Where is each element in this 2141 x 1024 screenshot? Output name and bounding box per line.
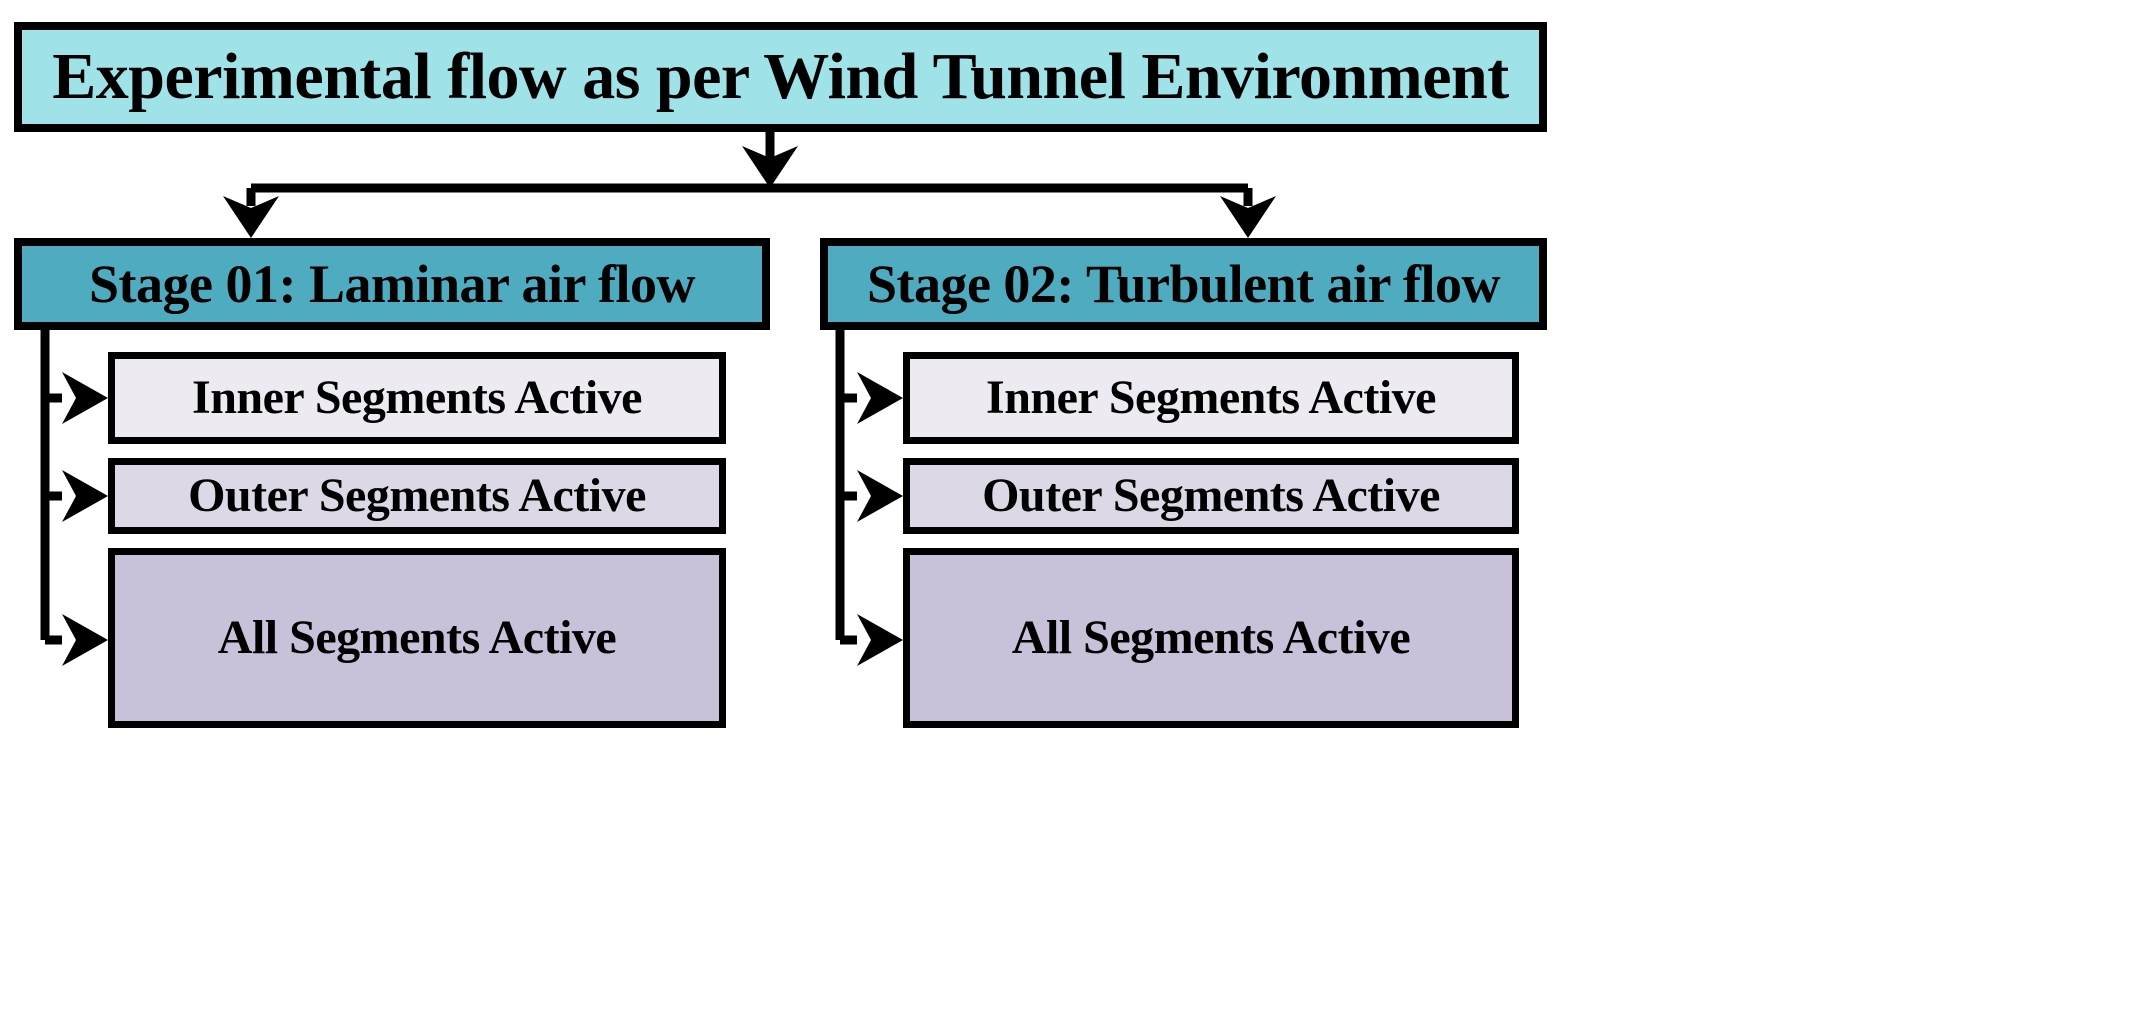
stage-node-stage-02: Stage 02: Turbulent air flow xyxy=(820,238,1547,330)
root-node-title: Experimental flow as per Wind Tunnel Env… xyxy=(14,22,1547,132)
leaf-node-stage-02-inner-segments: Inner Segments Active xyxy=(903,352,1519,444)
arrowhead-stage-02-all xyxy=(857,614,903,666)
arrowhead-stage-01-all xyxy=(62,614,108,666)
leaf-node-stage-01-inner-segments: Inner Segments Active xyxy=(108,352,726,444)
leaf-node-stage-01-all-segments: All Segments Active xyxy=(108,548,726,728)
arrowhead-stage-01-inner xyxy=(62,372,108,424)
arrowhead-stage-02-outer xyxy=(857,470,903,522)
arrowhead-stage-02 xyxy=(1220,196,1276,238)
arrowhead-root xyxy=(742,146,798,188)
stage-node-stage-01: Stage 01: Laminar air flow xyxy=(14,238,770,330)
arrowhead-stage-02-inner xyxy=(857,372,903,424)
leaf-node-stage-02-outer-segments: Outer Segments Active xyxy=(903,458,1519,534)
arrowhead-stage-01 xyxy=(223,196,279,238)
leaf-node-stage-02-all-segments: All Segments Active xyxy=(903,548,1519,728)
leaf-node-stage-01-outer-segments: Outer Segments Active xyxy=(108,458,726,534)
arrowhead-stage-01-outer xyxy=(62,470,108,522)
